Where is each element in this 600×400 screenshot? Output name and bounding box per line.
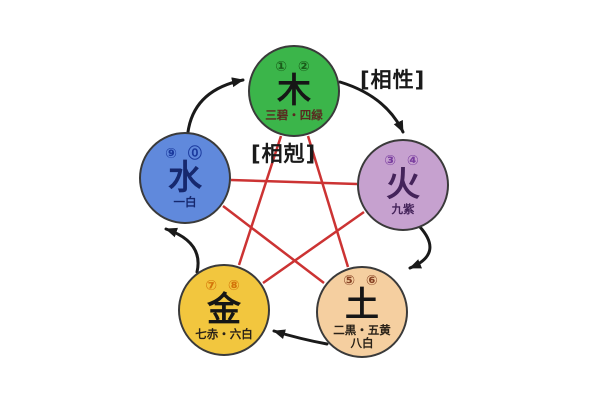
water-numbers: ⑨ ⓪ bbox=[165, 145, 205, 162]
wood-circle: ① ② 木 三碧・四緑 bbox=[248, 45, 340, 137]
earth-numbers: ⑤ ⑥ bbox=[343, 272, 381, 289]
earth-subtitle-2: 八白 bbox=[350, 335, 374, 350]
metal-numbers: ⑦ ⑧ bbox=[205, 277, 243, 294]
fire-subtitle: 九紫 bbox=[391, 202, 415, 217]
soukoku-line-earth-water bbox=[222, 205, 325, 284]
sousei-cycle-label: [相性] bbox=[360, 68, 426, 92]
water-character: 水 bbox=[168, 157, 202, 198]
metal-subtitle: 七赤・六白 bbox=[195, 327, 253, 342]
soukoku-lines-group bbox=[222, 135, 365, 285]
water-subtitle: 一白 bbox=[173, 195, 197, 210]
sousei-arrow-wood-to-fire bbox=[338, 80, 405, 134]
sousei-arrow-water-to-wood bbox=[186, 77, 245, 134]
soukoku-line-metal-wood bbox=[237, 135, 283, 266]
sousei-arrow-fire-to-earth bbox=[408, 225, 432, 270]
soukoku-line-water-fire bbox=[230, 178, 358, 186]
wood-numbers: ① ② bbox=[275, 58, 313, 75]
fire-numbers: ③ ④ bbox=[384, 152, 422, 169]
earth-character: 土 bbox=[345, 284, 379, 325]
sousei-arrow-metal-to-water bbox=[164, 227, 200, 274]
soukoku-line-wood-earth bbox=[306, 135, 350, 268]
water-circle: ⑨ ⓪ 水 一白 bbox=[139, 132, 231, 224]
sousei-arrows-group bbox=[164, 77, 432, 346]
wood-subtitle: 三碧・四緑 bbox=[265, 108, 323, 123]
soukoku-line-fire-metal bbox=[262, 210, 365, 285]
earth-subtitle: 二黒・五黄 bbox=[333, 322, 391, 337]
sousei-arrow-earth-to-metal bbox=[272, 329, 329, 346]
soukoku-cycle-label: [相剋] bbox=[251, 142, 317, 166]
metal-circle: ⑦ ⑧ 金 七赤・六白 bbox=[178, 264, 270, 356]
wood-character: 木 bbox=[277, 70, 311, 111]
fire-circle: ③ ④ 火 九紫 bbox=[357, 139, 449, 231]
earth-circle: ⑤ ⑥ 土 二黒・五黄 八白 bbox=[316, 266, 408, 358]
metal-character: 金 bbox=[207, 289, 241, 330]
fire-character: 火 bbox=[386, 164, 420, 205]
